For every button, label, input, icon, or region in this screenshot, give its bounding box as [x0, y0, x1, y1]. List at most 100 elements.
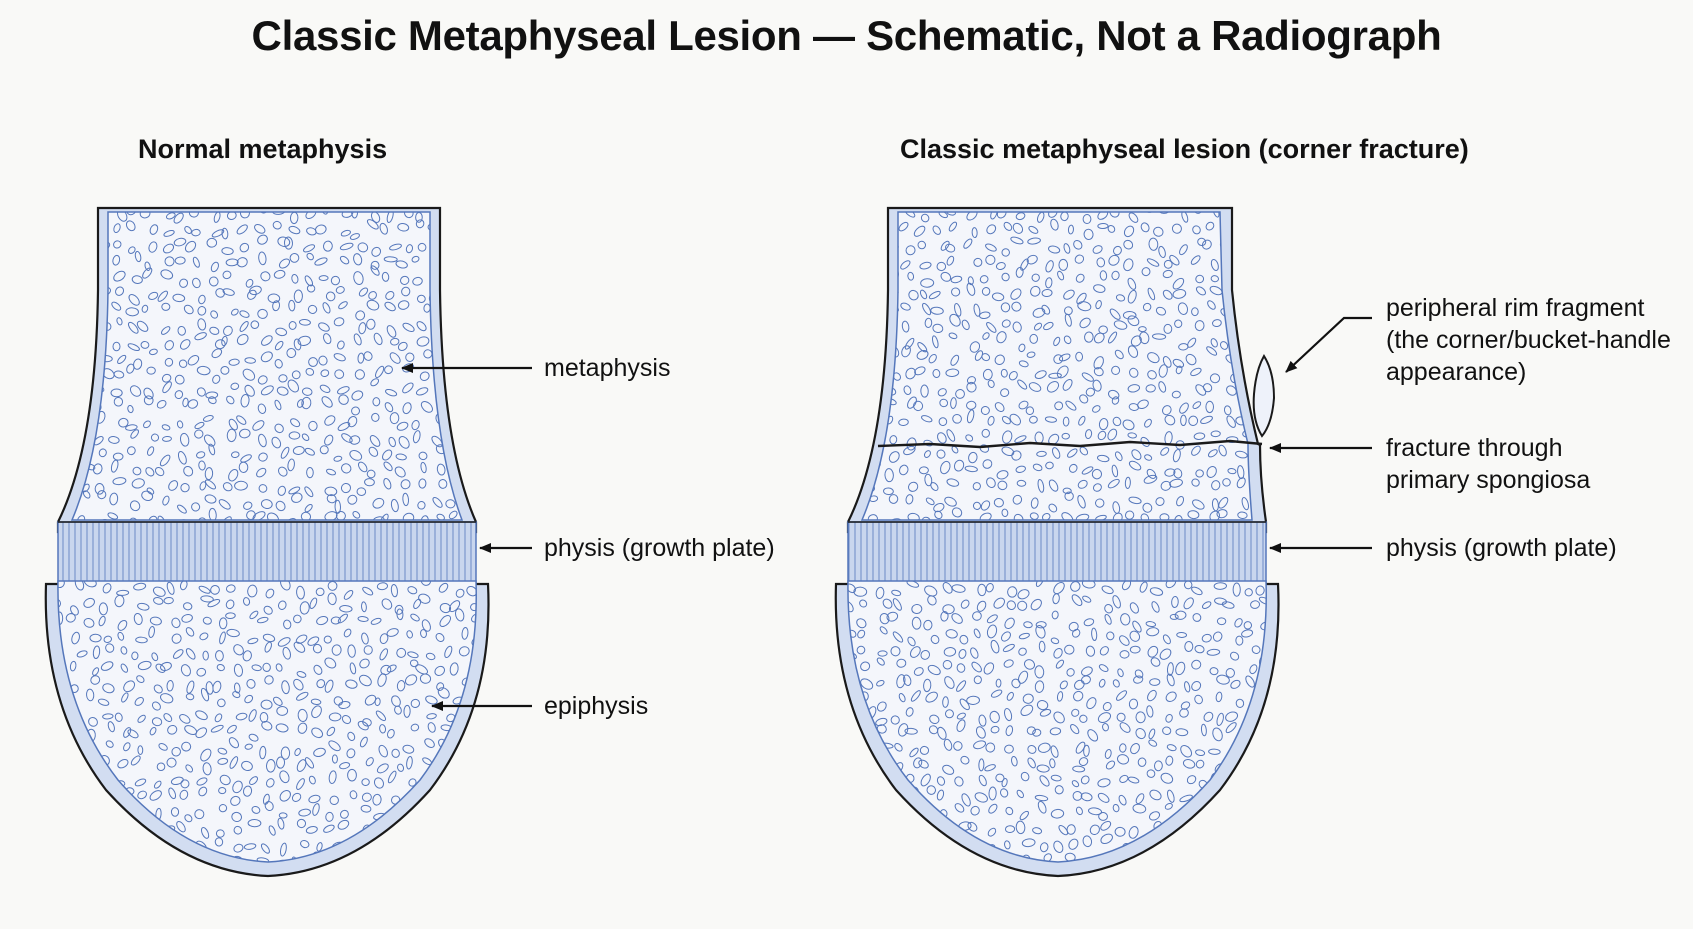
trabecula: [194, 332, 207, 341]
trabecula: [1108, 254, 1120, 266]
trabecula: [1076, 292, 1087, 305]
trabecula: [978, 758, 985, 772]
trabecula: [428, 795, 437, 803]
trabecula: [196, 387, 206, 397]
trabecula: [274, 423, 284, 434]
trabecula: [1115, 294, 1126, 302]
trabecula: [249, 776, 259, 785]
trabecula: [1248, 791, 1256, 803]
trabecula: [264, 641, 272, 653]
trabecula: [411, 419, 420, 431]
trabecula: [921, 415, 933, 423]
trabecula: [258, 452, 268, 462]
trabecula: [1128, 212, 1139, 223]
label-rim-fragment-line2: (the corner/bucket-handle: [1386, 326, 1671, 354]
trabecula: [1091, 627, 1098, 642]
trabecula: [112, 341, 121, 352]
trabecula: [847, 764, 854, 774]
trabecula: [1001, 508, 1009, 518]
trabecula: [1210, 338, 1218, 348]
trabecula: [1190, 367, 1202, 377]
trabecula: [1107, 428, 1118, 441]
trabecula: [1201, 855, 1213, 862]
trabecula: [985, 243, 997, 252]
trabecula: [1263, 806, 1267, 818]
trabecula: [100, 661, 114, 671]
trabecula: [471, 613, 477, 623]
trabecula: [86, 809, 97, 818]
trabecula: [990, 689, 1003, 698]
trabecula: [196, 365, 211, 376]
trabecula: [1148, 728, 1156, 740]
trabecula: [966, 409, 975, 424]
trabecula: [379, 724, 387, 734]
trabecula: [93, 436, 104, 446]
trabecula: [276, 386, 289, 396]
trabecula: [1223, 405, 1232, 416]
trabecula: [164, 357, 174, 367]
trabecula: [966, 376, 976, 385]
trabecula: [287, 458, 295, 472]
metaphysis-trabeculae: [862, 212, 1252, 520]
trabecula: [144, 261, 151, 271]
trabecula: [956, 719, 966, 732]
trabecula: [944, 496, 957, 507]
trabecula: [946, 212, 956, 216]
trabecula: [1035, 581, 1045, 587]
trabecula: [1191, 586, 1203, 596]
trabecula: [260, 385, 274, 396]
trabecula: [916, 349, 929, 360]
trabecula: [927, 664, 941, 676]
trabecula: [1052, 447, 1061, 459]
trabecula: [1039, 842, 1049, 853]
trabecula: [274, 399, 282, 411]
trabecula: [1242, 843, 1256, 854]
trabecula: [1232, 582, 1241, 597]
trabecula: [1073, 679, 1085, 690]
trabecula: [1007, 586, 1018, 598]
trabecula: [109, 492, 119, 506]
trabecula: [167, 724, 178, 735]
trabecula: [982, 459, 993, 469]
trabecula: [946, 429, 956, 442]
trabecula: [254, 224, 266, 234]
trabecula: [112, 452, 124, 461]
trabecula: [973, 257, 983, 267]
trabecula: [1169, 478, 1183, 488]
trabecula: [1230, 852, 1241, 862]
trabecula: [910, 690, 921, 702]
trabecula: [937, 726, 947, 740]
trabecula: [1026, 351, 1036, 358]
trabecula: [1020, 704, 1034, 717]
trabecula: [942, 659, 953, 670]
trabecula: [420, 581, 432, 586]
trabecula: [860, 678, 874, 690]
trabecula: [435, 632, 445, 642]
trabecula: [205, 391, 219, 399]
trabecula: [137, 660, 152, 671]
trabecula: [1119, 774, 1129, 783]
trabecula: [1113, 320, 1128, 330]
trabecula: [419, 673, 432, 684]
trabecula: [1078, 415, 1086, 426]
trabecula: [410, 698, 421, 708]
trabecula: [273, 269, 286, 279]
trabecula: [988, 786, 997, 801]
trabecula: [1124, 510, 1135, 520]
trabecula: [308, 420, 318, 432]
trabecula: [1212, 212, 1220, 218]
trabecula: [60, 386, 71, 395]
trabecula: [164, 340, 175, 351]
trabecula: [412, 822, 421, 835]
trabecula: [1244, 276, 1252, 288]
trabecula: [77, 390, 90, 400]
trabecula: [74, 771, 83, 781]
trabecula: [1104, 748, 1112, 759]
trabecula: [202, 616, 212, 625]
trabecula: [980, 500, 991, 511]
trabecula: [200, 827, 210, 839]
trabecula: [1258, 853, 1267, 862]
trabecula: [113, 270, 126, 282]
trabecula: [156, 762, 166, 772]
trabecula: [432, 496, 443, 508]
